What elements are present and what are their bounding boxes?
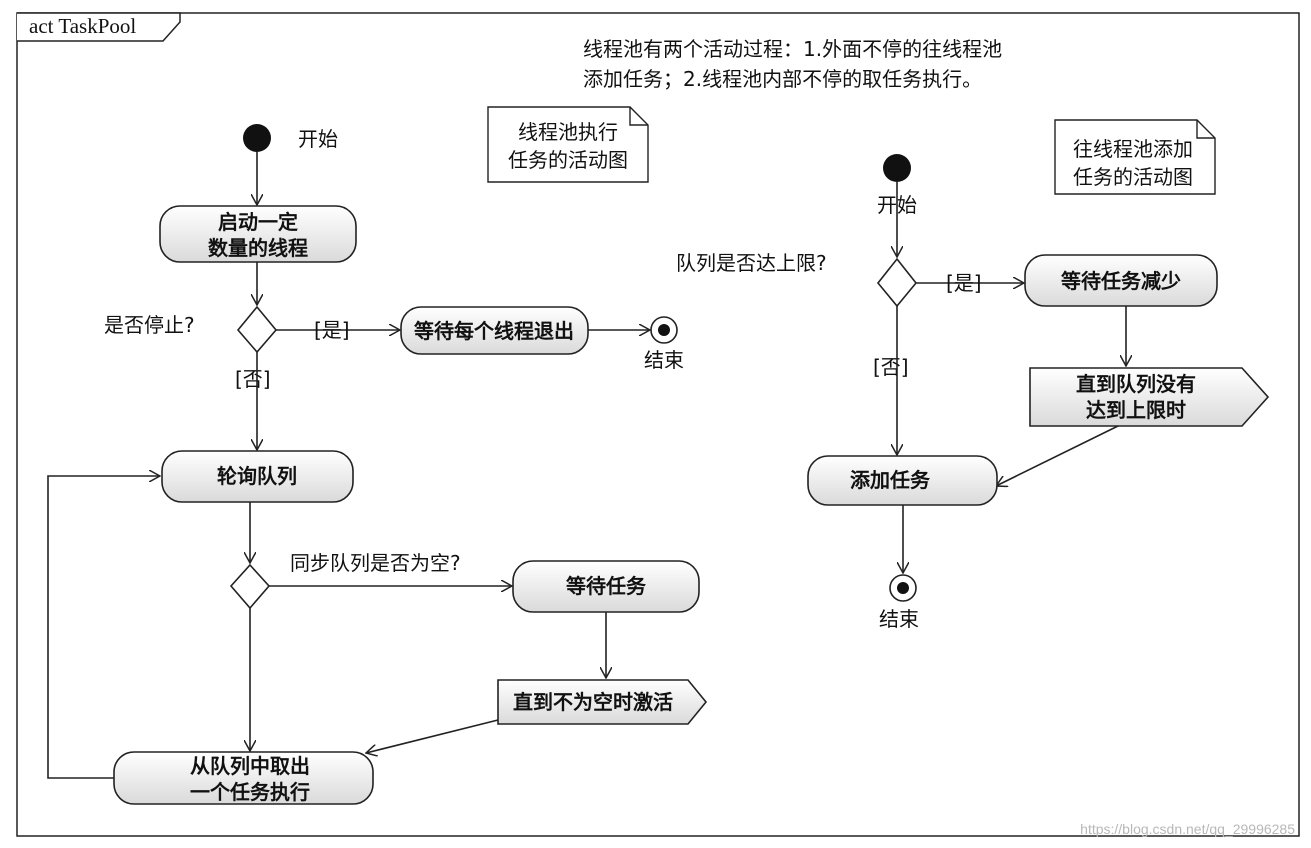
right-note-line1: 往线程池添加	[1073, 137, 1193, 161]
right-yes-guard: [是]	[946, 271, 982, 295]
right-note-line2: 任务的活动图	[1073, 165, 1193, 189]
watermark: https://blog.csdn.net/qq_29996285	[1080, 821, 1295, 837]
right-flow-signal-to-add	[996, 425, 1119, 486]
left-activity-poll-queue-label: 轮询队列	[217, 464, 297, 488]
left-no-guard: [否]	[235, 367, 271, 391]
right-end-node-inner	[897, 582, 909, 594]
right-end-label: 结束	[879, 607, 919, 631]
right-limit-question: 队列是否达上限?	[676, 251, 827, 275]
left-activity-start-threads-line2: 数量的线程	[208, 236, 308, 260]
left-activity-start-threads	[159, 205, 357, 263]
left-activity-take-task-line1: 从队列中取出	[190, 754, 310, 778]
right-start-node	[883, 154, 911, 182]
left-yes-guard: [是]	[314, 318, 350, 342]
right-activity-wait-decrease-label: 等待任务减少	[1061, 269, 1181, 293]
left-activity-wait-task-label: 等待任务	[566, 574, 647, 598]
right-no-guard: [否]	[873, 355, 909, 379]
header-note-line1: 线程池有两个活动过程：1.外面不停的往线程池	[583, 37, 1002, 61]
left-decision-stop	[236, 305, 278, 354]
left-queue-empty-question: 同步队列是否为空?	[290, 551, 461, 575]
left-flow-loop-back	[47, 476, 160, 779]
left-note-line1: 线程池执行	[518, 120, 618, 144]
left-stop-question: 是否停止?	[104, 313, 195, 337]
left-note-fold	[629, 107, 648, 126]
left-flow-signal-to-take	[366, 719, 499, 753]
right-decision-limit	[876, 257, 918, 308]
left-signal-activate	[497, 679, 708, 725]
frame-border	[16, 12, 1300, 837]
frame-title-tab	[17, 12, 181, 42]
right-signal-until	[1029, 367, 1270, 427]
left-start-node	[243, 124, 271, 152]
left-activity-poll-queue	[161, 450, 354, 503]
right-note	[1054, 119, 1216, 195]
right-signal-until-line1: 直到队列没有	[1076, 372, 1196, 396]
left-decision-queue-empty	[229, 563, 271, 610]
left-note-line2: 任务的活动图	[508, 148, 628, 172]
left-start-label: 开始	[298, 127, 338, 151]
left-note	[487, 106, 649, 183]
right-note-fold	[1196, 120, 1215, 139]
left-signal-activate-label: 直到不为空时激活	[513, 690, 673, 714]
left-end-node-inner	[658, 324, 670, 336]
right-signal-until-line2: 达到上限时	[1086, 398, 1186, 422]
right-activity-wait-decrease	[1024, 254, 1218, 307]
left-activity-start-threads-line1: 启动一定	[218, 210, 298, 234]
left-end-label: 结束	[644, 348, 684, 372]
left-activity-take-task-line2: 一个任务执行	[190, 780, 310, 804]
frame-title: act TaskPool	[29, 14, 136, 38]
header-note-line2: 添加任务；2.线程池内部不停的取任务执行。	[583, 67, 982, 91]
left-activity-wait-threads-exit-label: 等待每个线程退出	[414, 319, 574, 343]
right-activity-add-task-label: 添加任务	[850, 468, 931, 492]
